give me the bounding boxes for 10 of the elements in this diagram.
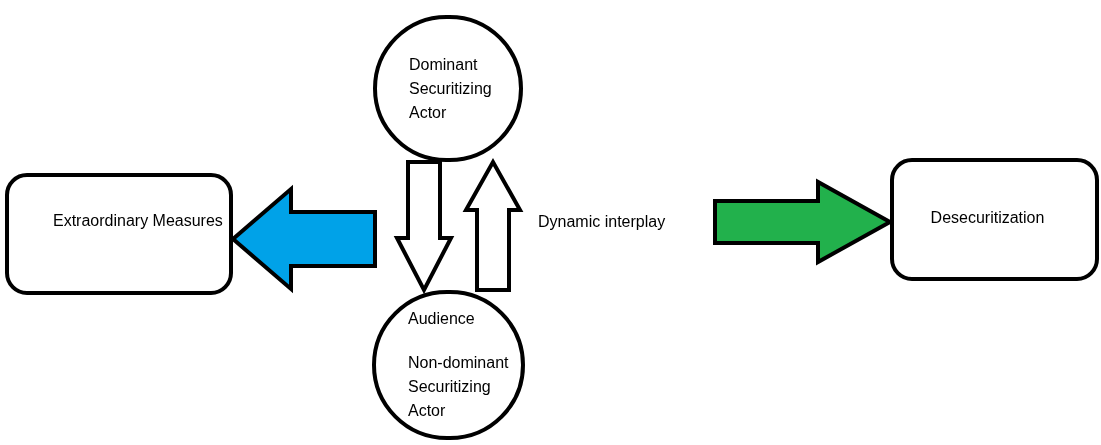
node-text: Dominant Securitizing Actor [409, 54, 493, 123]
outcome-box [5, 173, 233, 295]
node-text: Extraordinary Measures [53, 211, 224, 231]
node-text: Non-dominant Securitizing Actor [408, 353, 510, 421]
node-text: Desecuritization [930, 208, 1045, 228]
outcome-box [890, 158, 1099, 281]
text-label: Dynamic interplay [538, 210, 715, 234]
block-arrow [462, 157, 524, 292]
node-text: Audience [408, 309, 476, 329]
block-arrow [393, 160, 455, 295]
